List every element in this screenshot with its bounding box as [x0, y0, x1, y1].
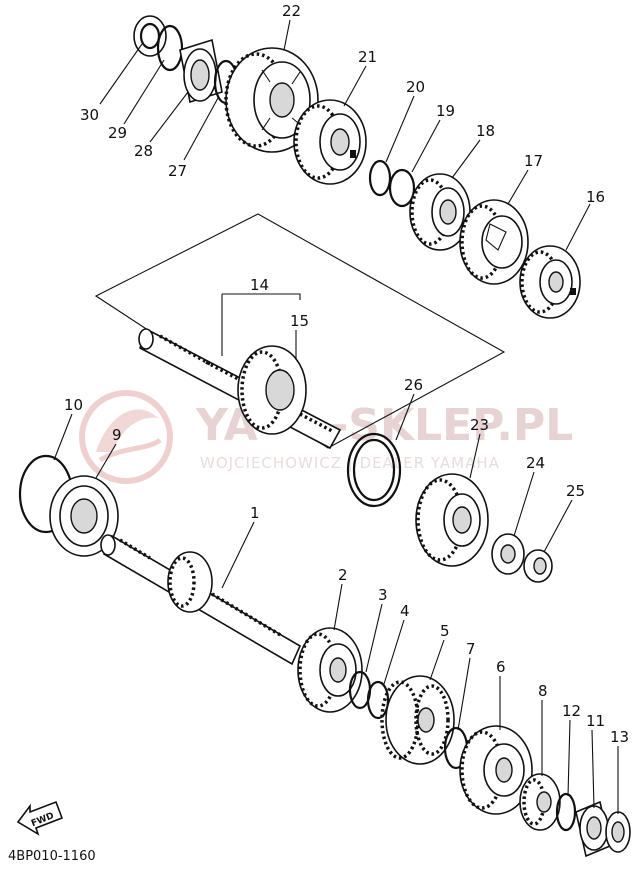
part-23-drive-sprocket	[415, 473, 489, 567]
watermark-brand-right: -SKLEP.PL	[330, 400, 573, 451]
part-1-drive-axle	[100, 534, 302, 666]
callout-1: 1	[250, 504, 260, 522]
part-20-circlip	[368, 159, 392, 197]
callout-27: 27	[168, 162, 187, 180]
part-29-circlip	[156, 24, 184, 72]
part-14-main-axle	[138, 328, 342, 450]
part-13-oil-seal	[605, 811, 631, 853]
callout-2: 2	[338, 566, 348, 584]
diagram-code: 4BP010-1160	[8, 849, 96, 864]
callout-29: 29	[108, 124, 127, 142]
callout-9: 9	[112, 426, 122, 444]
part-24-lock-washer	[491, 533, 525, 575]
part-4-circlip	[366, 680, 390, 720]
callout-7: 7	[466, 640, 476, 658]
callout-24: 24	[526, 454, 545, 472]
part-16-gear	[519, 245, 581, 319]
callout-13: 13	[610, 728, 629, 746]
callout-21: 21	[358, 48, 377, 66]
callout-5: 5	[440, 622, 450, 640]
part-26-circlip	[346, 432, 402, 508]
part-25-nut	[523, 549, 553, 583]
callout-20: 20	[406, 78, 425, 96]
callout-23: 23	[470, 416, 489, 434]
callout-17: 17	[524, 152, 543, 170]
callout-25: 25	[566, 482, 585, 500]
part-12-washer	[555, 792, 577, 832]
part-8-gear	[519, 773, 561, 831]
callout-labels: 30 29 28 27 22 21 20 19 18 17 16 14 15 2…	[64, 2, 629, 746]
callout-16: 16	[586, 188, 605, 206]
part-6-gear	[459, 725, 533, 815]
callout-4: 4	[400, 602, 410, 620]
part-22-gear	[224, 47, 319, 153]
callout-3: 3	[378, 586, 388, 604]
part-11-bearing	[575, 800, 611, 858]
part-17-gear	[459, 199, 529, 285]
part-28-needle-bearing	[179, 38, 223, 104]
callout-28: 28	[134, 142, 153, 160]
part-21-gear	[293, 99, 367, 185]
part-2-gear	[297, 627, 363, 713]
part-19-washer	[388, 168, 416, 208]
callout-18: 18	[476, 122, 495, 140]
callout-6: 6	[496, 658, 506, 676]
callout-22: 22	[282, 2, 301, 20]
part-9-bearing	[49, 475, 119, 557]
part-18-gear	[409, 173, 471, 251]
watermark-logo	[79, 390, 173, 484]
part-30-snap-ring	[133, 15, 167, 57]
callout-11: 11	[586, 712, 605, 730]
callout-30: 30	[80, 106, 99, 124]
callout-10: 10	[64, 396, 83, 414]
callout-19: 19	[436, 102, 455, 120]
callout-15: 15	[290, 312, 309, 330]
forward-arrow: FWD	[16, 800, 64, 836]
part-5-gear	[380, 675, 455, 765]
callout-8: 8	[538, 682, 548, 700]
callout-26: 26	[404, 376, 423, 394]
callout-14: 14	[250, 276, 269, 294]
leader-lines	[53, 19, 619, 814]
callout-12: 12	[562, 702, 581, 720]
